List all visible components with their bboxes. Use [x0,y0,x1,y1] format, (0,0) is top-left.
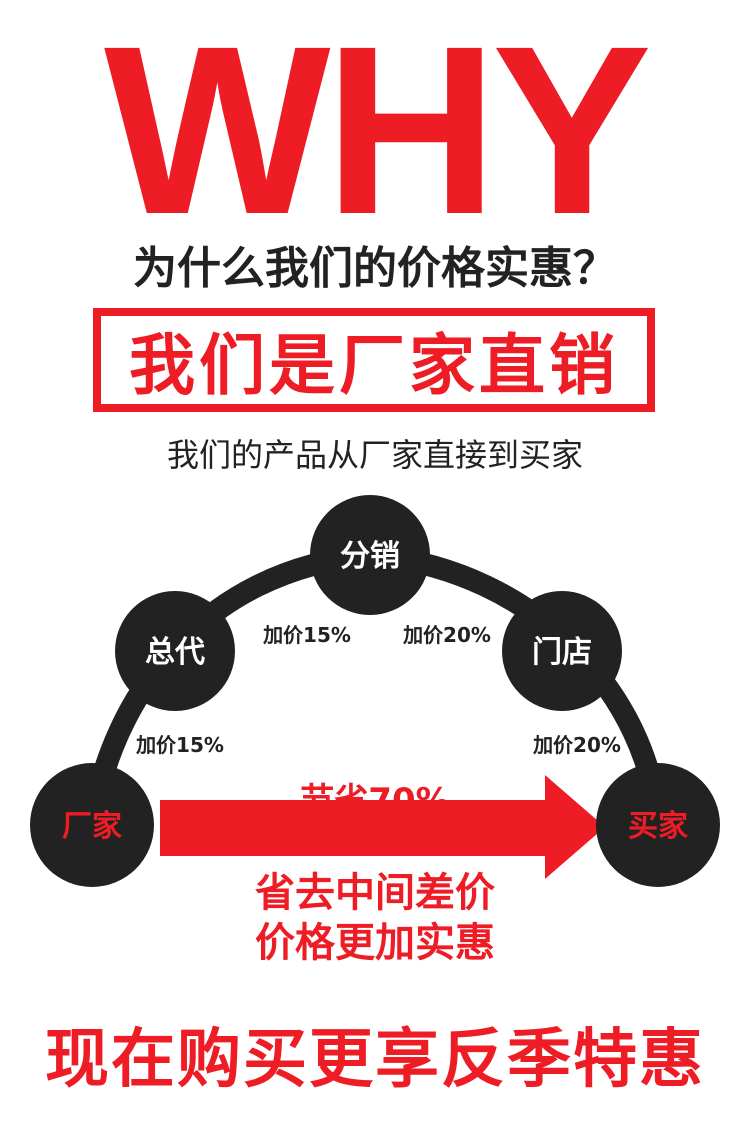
saving-label: 节省70% [300,781,449,821]
subtitle-text: 我们的产品从厂家直接到买家 [166,436,583,474]
label-buyer: 买家 [628,809,688,844]
node-distribution [310,495,430,615]
supply-chain-diagram: 厂家 总代 分销 门店 买家 加价15% 加价15% 加价20% 加价20% 节… [30,495,720,887]
label-store: 门店 [532,635,592,670]
label-general-agent: 总代 [145,635,205,670]
node-store [502,591,622,711]
cta-text: 现在购买更享反季特惠 [45,1023,705,1097]
node-general-agent [115,591,235,711]
markup-distribution-to-store: 加价20% [402,623,491,647]
benefit-line-1: 省去中间差价 [255,870,495,916]
label-factory: 厂家 [62,809,122,844]
label-distribution: 分销 [340,539,400,574]
saving-arrow [160,775,605,879]
node-factory [30,763,154,887]
boxed-title-frame: 我们是厂家直销 [93,308,655,412]
markup-store-to-buyer: 加价20% [532,733,621,757]
benefit-block: 省去中间差价 价格更加实惠 [0,868,750,968]
why-headline: WHY [104,0,652,264]
markup-factory-to-agent: 加价15% [135,733,224,757]
node-buyer [596,763,720,887]
boxed-title: 我们是厂家直销 [129,327,619,404]
benefit-line-2: 价格更加实惠 [255,920,495,966]
markup-agent-to-distribution: 加价15% [262,623,351,647]
question-text: 为什么我们的价格实惠？ [133,243,617,294]
